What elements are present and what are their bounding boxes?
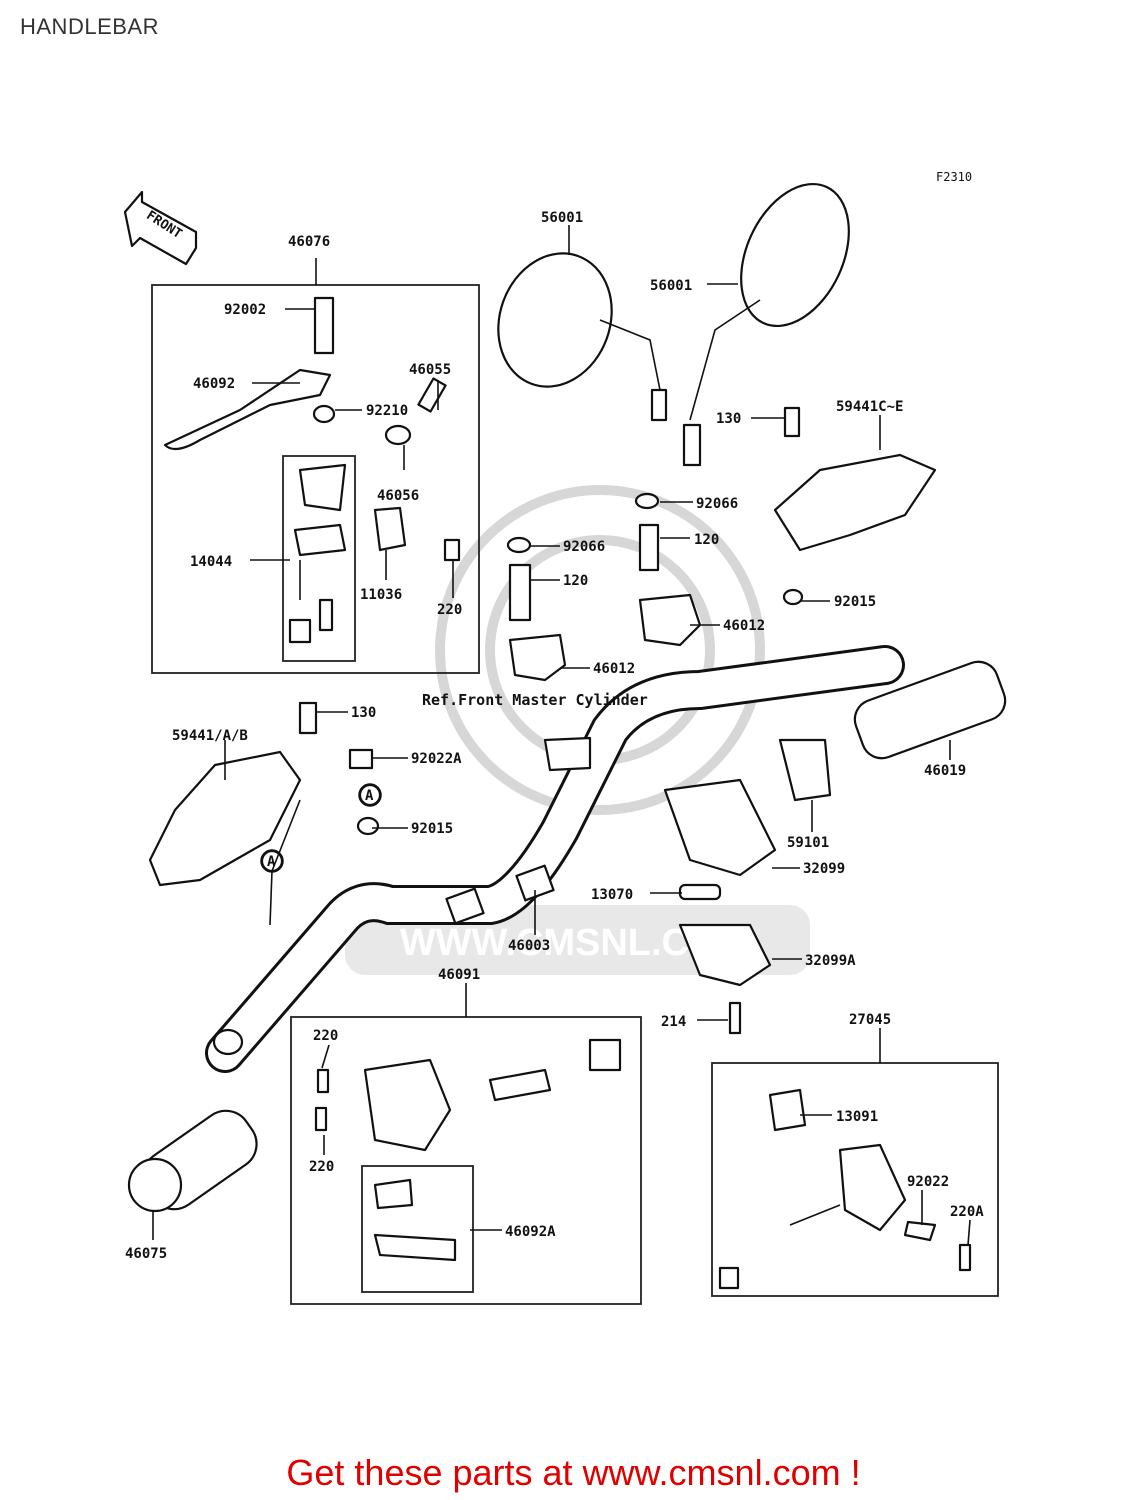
hand-guard-left bbox=[148, 750, 302, 887]
callout-59441C-E: 59441C~E bbox=[836, 399, 903, 415]
leader-lines bbox=[152, 225, 971, 1246]
callout-130-right: 130 bbox=[716, 411, 741, 427]
callout-214: 214 bbox=[661, 1014, 686, 1030]
callout-59441AB: 59441/A/B bbox=[172, 728, 248, 744]
holder-clamps bbox=[260, 406, 804, 873]
callout-120-b: 120 bbox=[563, 573, 588, 589]
marker-a1-ring bbox=[358, 783, 382, 807]
left-grip bbox=[127, 1109, 258, 1213]
switch-subassembly-box bbox=[282, 455, 356, 662]
callout-46091: 46091 bbox=[438, 967, 480, 983]
throttle-grip bbox=[663, 660, 1007, 1035]
callout-56001-a: 56001 bbox=[541, 210, 583, 226]
throttle-lever-subassembly-box bbox=[361, 1165, 474, 1293]
callout-92002: 92002 bbox=[224, 302, 266, 318]
front-arrow-icon: FRONT bbox=[123, 190, 198, 266]
callout-56001-b: 56001 bbox=[650, 278, 692, 294]
handlebar-switch bbox=[314, 1038, 622, 1262]
callout-92015-left: 92015 bbox=[411, 821, 453, 837]
callout-13091: 13091 bbox=[836, 1109, 878, 1125]
callout-marker-a2: A bbox=[267, 854, 276, 870]
callout-220-b: 220 bbox=[309, 1159, 334, 1175]
callout-11036: 11036 bbox=[360, 587, 402, 603]
callout-220-left: 220 bbox=[437, 602, 462, 618]
callout-46012-a: 46012 bbox=[723, 618, 765, 634]
marker-a2-ring bbox=[260, 849, 284, 873]
figure-code: F2310 bbox=[936, 170, 973, 184]
callout-labels: 46076 92002 46092 92210 46055 46056 1404… bbox=[125, 210, 984, 1262]
callout-14044: 14044 bbox=[190, 554, 232, 570]
callout-46003: 46003 bbox=[508, 938, 550, 954]
callout-92210: 92210 bbox=[366, 403, 408, 419]
switch-subparts bbox=[288, 377, 461, 644]
callout-46076: 46076 bbox=[288, 234, 330, 250]
callout-220-a: 220 bbox=[313, 1028, 338, 1044]
callout-130-left: 130 bbox=[351, 705, 376, 721]
callout-27045: 27045 bbox=[849, 1012, 891, 1028]
clutch-holder-box bbox=[711, 1062, 999, 1297]
clutch-holder bbox=[718, 1088, 972, 1290]
callout-59101: 59101 bbox=[787, 835, 829, 851]
callout-marker-a1: A bbox=[365, 788, 374, 804]
callout-92015-right: 92015 bbox=[834, 594, 876, 610]
callout-46075: 46075 bbox=[125, 1246, 167, 1262]
brake-lever bbox=[163, 296, 336, 451]
callout-92022: 92022 bbox=[907, 1174, 949, 1190]
hand-guard-right bbox=[773, 453, 937, 552]
callout-92066-a: 92066 bbox=[696, 496, 738, 512]
callout-32099: 32099 bbox=[803, 861, 845, 877]
callout-46019: 46019 bbox=[924, 763, 966, 779]
callout-92066-b: 92066 bbox=[563, 539, 605, 555]
mirror-left bbox=[497, 252, 668, 422]
switch-assembly-box bbox=[290, 1016, 642, 1305]
callout-120-a: 120 bbox=[694, 532, 719, 548]
mirror-right bbox=[682, 182, 850, 467]
callout-46092A: 46092A bbox=[505, 1224, 556, 1240]
callout-32099A: 32099A bbox=[805, 953, 856, 969]
handlebar-tube bbox=[205, 645, 905, 1073]
callout-220A: 220A bbox=[950, 1204, 984, 1220]
callout-46055: 46055 bbox=[409, 362, 451, 378]
callout-13070: 13070 bbox=[591, 887, 633, 903]
callout-46012-b: 46012 bbox=[593, 661, 635, 677]
page-title: HANDLEBAR bbox=[20, 14, 159, 39]
reference-note: Ref.Front Master Cylinder bbox=[422, 691, 648, 709]
callout-46056: 46056 bbox=[377, 488, 419, 504]
callout-92022A: 92022A bbox=[411, 751, 462, 767]
footer-link[interactable]: Get these parts at www.cmsnl.com ! bbox=[286, 1452, 861, 1493]
callout-46092: 46092 bbox=[193, 376, 235, 392]
